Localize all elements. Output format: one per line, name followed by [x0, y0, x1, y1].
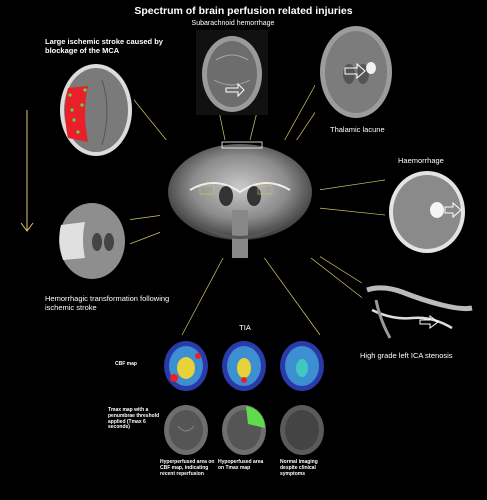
label-thalamic-lacune: Thalamic lacune [330, 125, 385, 134]
tmax-map-image-3 [276, 402, 328, 457]
central-coronal-mri [160, 140, 320, 258]
hemorrhagic-transformation-image [55, 200, 130, 282]
thalamic-lacune-image [315, 22, 397, 122]
label-sah: Subarachnoid hemorrhage [191, 20, 275, 27]
label-tmax-map: Tmax map with a penumbrae threshold appl… [108, 407, 160, 431]
cbf-map-image-1 [160, 338, 212, 393]
label-hyperperfused: Hyperperfused area on CBF map, indicatin… [160, 459, 215, 477]
cbf-map-image-3 [276, 338, 328, 393]
ica-stenosis-image [362, 280, 474, 342]
label-hemorrhagic-transformation: Hemorrhagic transformation following isc… [45, 294, 170, 312]
haemorrhage-ct-image [385, 168, 470, 256]
label-ica-stenosis: High grade left ICA stenosis [360, 351, 453, 360]
subarachnoid-hemorrhage-image [196, 30, 268, 115]
label-tia: TIA [239, 323, 251, 332]
label-cbf-map: CBF map [115, 361, 137, 367]
diagram-title: Spectrum of brain perfusion related inju… [134, 5, 353, 17]
connector-tia-1 [181, 244, 231, 336]
label-mca-stroke: Large ischemic stroke caused by blockage… [45, 37, 163, 55]
tmax-map-image-2 [218, 402, 270, 457]
cbf-map-image-2 [218, 338, 270, 393]
mca-stroke-ct-image [52, 60, 134, 160]
label-haemorrhage: Haemorrhage [398, 156, 444, 165]
progression-arrow [20, 110, 34, 232]
tmax-map-image-1 [160, 402, 212, 457]
connector-tia-2 [254, 244, 321, 336]
label-normal-imaging: Normal imaging despite clinical symptoms [280, 459, 318, 477]
label-hypoperfused: Hypoperfused area on Tmax map [218, 459, 264, 471]
